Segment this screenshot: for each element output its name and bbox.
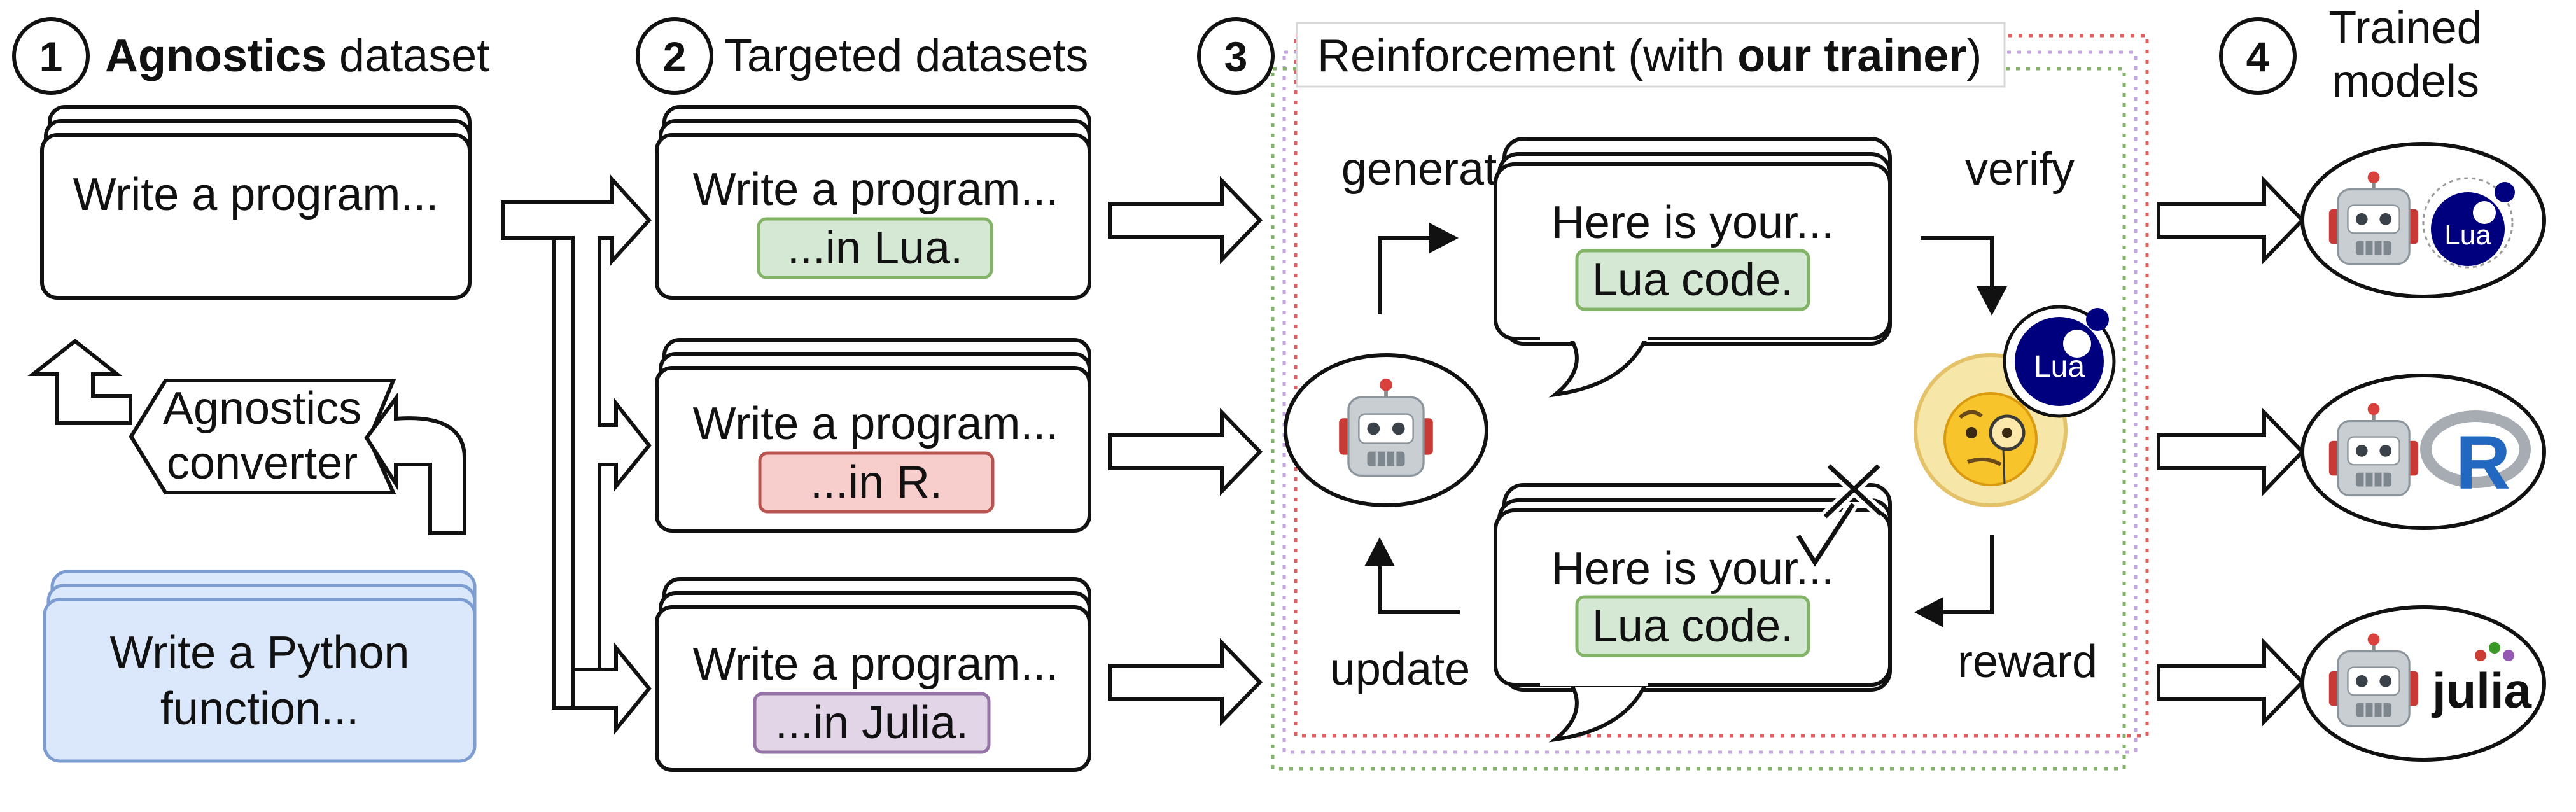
trained-model-julia: julia (2300, 605, 2546, 762)
step-4-header: 4 Trained models (2219, 3, 2482, 107)
policy-model (1284, 353, 1488, 507)
arrow-lua-to-trainer (1108, 176, 1263, 265)
step-1-number-circle (12, 17, 90, 95)
arrow-to-julia-model (2157, 638, 2306, 727)
trainer-frame-green (1271, 67, 2126, 771)
branch-arrow (501, 174, 652, 735)
label-reward: reward (1957, 636, 2097, 687)
label-update: update (1330, 644, 1470, 695)
converter-out-arrow (27, 339, 132, 425)
converter-line2: converter (167, 438, 358, 489)
python-card-line1: Write a Python (110, 627, 410, 678)
step-2-title: Targeted datasets (724, 31, 1088, 81)
verify-arrow (1921, 236, 1994, 290)
verifier-lua-text: Lua (2034, 350, 2085, 384)
branch-arrow-inner-line-2 (571, 238, 599, 671)
arrow-r-to-trainer (1108, 407, 1263, 496)
julia-logo-text: julia (2431, 662, 2532, 718)
bubble-bottom-code: Lua code. (1592, 601, 1793, 652)
step-3-header: 3 (1197, 17, 1275, 95)
verifier: Lua (1914, 305, 2116, 507)
targeted-r-text: Write a program... (693, 398, 1059, 449)
step-3-title-box (1296, 22, 2006, 88)
label-generate: generate (1341, 144, 1522, 195)
targeted-julia-text: Write a program... (693, 639, 1059, 690)
julia-tag-text: ...in Julia. (775, 697, 969, 748)
step-4-title-line2: models (2332, 56, 2479, 107)
monocle-face-icon (1943, 392, 2038, 486)
response-bubble-bottom: Here is your... Lua code. (1494, 483, 1892, 743)
response-bubble-top: Here is your... Lua code. (1494, 137, 1892, 398)
lua-tag (757, 217, 993, 279)
arrow-to-lua-model (2157, 176, 2306, 265)
agnostics-card-text: Write a program... (73, 169, 439, 220)
agnostics-converter: Agnostics converter (129, 379, 396, 494)
trainer-frame-red (1294, 34, 2149, 738)
trainer-frame-purple (1282, 50, 2138, 754)
lua-badge-icon: Lua (2003, 305, 2116, 418)
step-4-number: 4 (2246, 33, 2270, 80)
step-1-title: Agnostics dataset (105, 31, 489, 81)
r-tag-text: ...in R. (810, 457, 942, 508)
arrow-julia-to-trainer (1108, 638, 1263, 727)
bubble-top-code-tag (1575, 249, 1810, 311)
step-2-number-circle (636, 17, 713, 95)
step-2-number: 2 (663, 33, 687, 80)
lua-tag-text: ...in Lua. (787, 223, 963, 274)
step-1-number: 1 (39, 33, 63, 80)
trained-model-r: R (2300, 374, 2546, 530)
check-cross-marks (1793, 461, 1886, 573)
targeted-lua-stack: Write a program... ...in Lua. (655, 105, 1091, 300)
label-verify: verify (1965, 144, 2075, 195)
converter-line1: Agnostics (163, 383, 361, 434)
python-card-line2: function... (160, 683, 359, 734)
branch-arrow-inner-line (552, 238, 616, 710)
step-4-number-circle (2219, 17, 2297, 95)
step-4-title-line1: Trained (2328, 3, 2482, 53)
step-1-header: 1 Agnostics dataset (12, 17, 489, 95)
r-logo-text: R (2456, 420, 2511, 505)
generate-arrow (1378, 236, 1433, 314)
r-logo-icon: R (2420, 410, 2531, 505)
bubble-top-code: Lua code. (1592, 255, 1793, 305)
arrow-to-r-model (2157, 407, 2306, 496)
julia-logo-icon: julia (2431, 642, 2532, 718)
targeted-julia-stack: Write a program... ...in Julia. (655, 577, 1091, 772)
python-function-stack: Write a Python function... (43, 570, 477, 763)
step-3-number-circle (1197, 17, 1275, 95)
step-3-number: 3 (1224, 33, 1248, 80)
lua-logo-text: Lua (2444, 220, 2491, 251)
r-tag (758, 451, 995, 514)
reward-arrow (1940, 535, 1994, 614)
step-3-title: Reinforcement (with our trainer) (1317, 31, 1982, 81)
targeted-r-stack: Write a program... ...in R. (655, 338, 1091, 533)
step-2-header: 2 Targeted datasets (636, 17, 1088, 95)
update-arrow (1378, 563, 1460, 614)
bubble-bottom-line1: Here is your... (1551, 543, 1834, 594)
bubble-bottom-code-tag (1575, 595, 1810, 657)
bubble-top-line1: Here is your... (1551, 197, 1834, 248)
trained-model-lua: Lua (2300, 142, 2546, 298)
agnostics-dataset-stack: Write a program... (40, 105, 472, 300)
targeted-lua-text: Write a program... (693, 164, 1059, 215)
julia-tag (753, 692, 991, 754)
converter-in-arrow (364, 392, 466, 535)
